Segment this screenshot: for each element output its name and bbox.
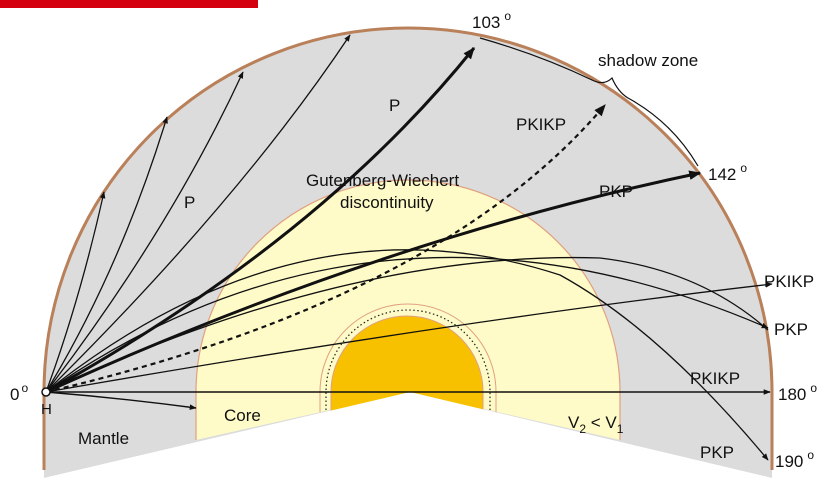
earth-surface-outline (42, 26, 774, 393)
outer-core (196, 180, 620, 440)
label-velocity-relation: V2 < V1 (568, 413, 624, 436)
ray-p-1 (45, 191, 106, 393)
shadow-zone-brace (479, 37, 699, 167)
label-pkp-thick: PKP (599, 182, 633, 201)
label-pkikp-dashed: PKIKP (516, 115, 566, 134)
label-pkikp-right: PKIKP (764, 272, 814, 291)
label-pkp-right: PKP (774, 320, 808, 339)
label-p-lower: P (184, 193, 195, 212)
inner-core-outer-ring (319, 303, 497, 412)
ray-short-mantle (45, 391, 197, 410)
red-header-bar (0, 0, 258, 8)
label-pkikp-axis: PKIKP (690, 369, 740, 388)
bottom-cutout (44, 392, 772, 488)
ray-pkp-right-b (45, 256, 769, 393)
label-hypocenter: H (41, 401, 52, 418)
ray-pkp-right-a (45, 256, 769, 393)
label-shadow-zone: shadow zone (598, 51, 698, 70)
ray-p-2 (45, 116, 168, 393)
label-gutenberg-wiechert: Gutenberg-Wiechert (306, 171, 459, 190)
hypocenter-point (41, 387, 51, 397)
label-core: Core (224, 406, 261, 425)
ray-p-3 (45, 71, 244, 393)
ray-p-4 (45, 34, 351, 393)
ray-pkikp-dashed (45, 104, 606, 394)
label-p-upper: P (389, 96, 400, 115)
label-mantle: Mantle (78, 429, 129, 448)
label-pkp-bottom: PKP (700, 443, 734, 462)
ray-p-103 (45, 47, 476, 394)
label-discontinuity: discontinuity (340, 193, 434, 212)
inner-core (330, 315, 484, 414)
ray-pkp-bottom (45, 249, 769, 461)
